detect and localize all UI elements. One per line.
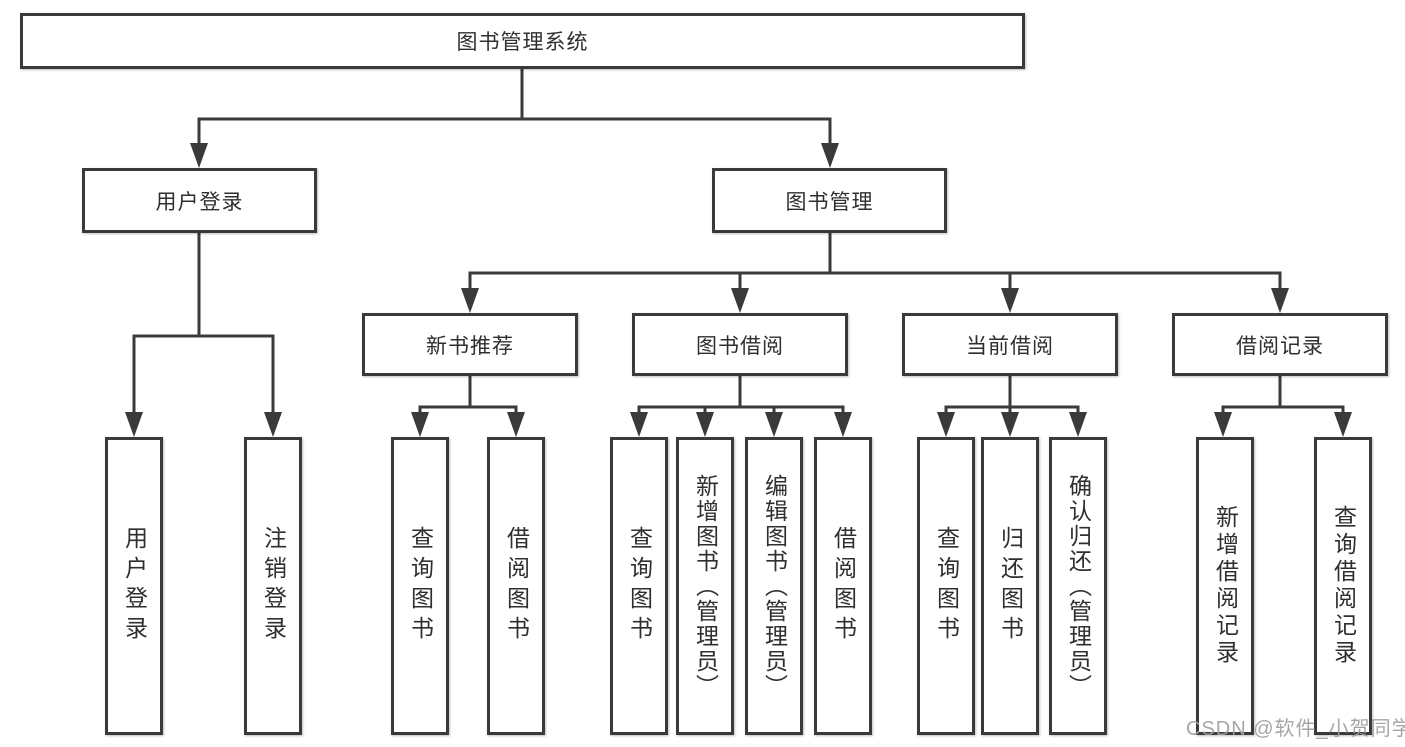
leaf-add-borrow-record: 新增借阅记录 <box>1196 437 1254 735</box>
leaf-logout: 注销登录 <box>244 437 302 735</box>
leaf-query-books-3: 查询图书 <box>917 437 975 735</box>
node-new-book-recommend: 新书推荐 <box>362 313 578 376</box>
leaf-query-books-2: 查询图书 <box>610 437 668 735</box>
node-book-management: 图书管理 <box>712 168 947 233</box>
leaf-confirm-return-admin: 确认归还（管理员） <box>1049 437 1107 735</box>
node-user-login: 用户登录 <box>82 168 317 233</box>
leaf-user-login: 用户登录 <box>105 437 163 735</box>
node-book-borrowing: 图书借阅 <box>632 313 848 376</box>
node-root: 图书管理系统 <box>20 13 1025 69</box>
leaf-add-books-admin: 新增图书（管理员） <box>676 437 734 735</box>
arrowhead-group <box>125 143 1352 437</box>
leaf-return-books: 归还图书 <box>981 437 1039 735</box>
leaf-borrow-books-2: 借阅图书 <box>814 437 872 735</box>
leaf-borrow-books-1: 借阅图书 <box>487 437 545 735</box>
node-borrow-records: 借阅记录 <box>1172 313 1388 376</box>
csdn-watermark: CSDN @软件_小贺同学 <box>1186 718 1405 740</box>
leaf-query-books-1: 查询图书 <box>391 437 449 735</box>
leaf-edit-books-admin: 编辑图书（管理员） <box>745 437 803 735</box>
leaf-query-borrow-record: 查询借阅记录 <box>1314 437 1372 735</box>
node-current-borrowing: 当前借阅 <box>902 313 1118 376</box>
